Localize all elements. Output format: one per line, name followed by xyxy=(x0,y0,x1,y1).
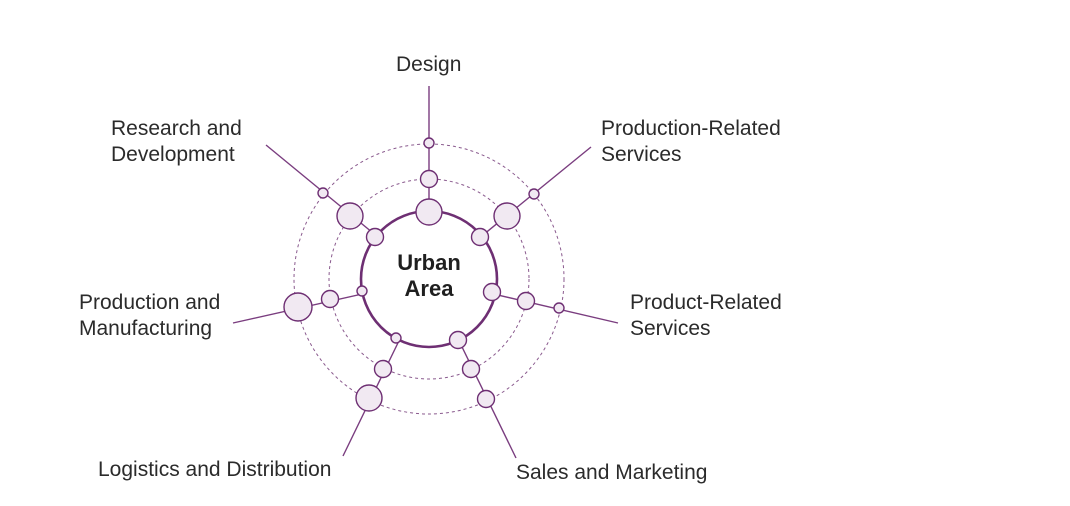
node-logistics-and-distribution-2 xyxy=(373,359,393,379)
node-production-and-manufacturing-3 xyxy=(283,292,313,322)
label-logistics-and-distribution: Logistics and Distribution xyxy=(98,457,331,483)
label-research-and-development-line1: Research and xyxy=(111,117,242,140)
label-sales-and-marketing-line1: Sales and Marketing xyxy=(516,461,708,484)
label-production-related-services-line1: Production-Related xyxy=(601,117,781,140)
label-production-and-manufacturing: Production and Manufacturing xyxy=(79,290,220,342)
node-logistics-and-distribution-3 xyxy=(355,384,383,412)
node-research-and-development-2 xyxy=(336,202,364,230)
node-sales-and-marketing-3 xyxy=(476,389,496,409)
label-product-related-services: Product-Related Services xyxy=(630,290,782,342)
label-production-and-manufacturing-line2: Manufacturing xyxy=(79,317,213,340)
node-sales-and-marketing-2 xyxy=(461,359,481,379)
node-design-3 xyxy=(423,137,435,149)
label-research-and-development-line2: Development xyxy=(111,143,235,166)
node-production-related-services-1 xyxy=(470,227,490,247)
label-research-and-development: Research and Development xyxy=(111,116,242,168)
node-production-related-services-3 xyxy=(528,188,540,200)
label-product-related-services-line2: Services xyxy=(630,317,711,340)
node-research-and-development-3 xyxy=(317,187,329,199)
center-label-line2: Area xyxy=(404,276,454,301)
center-label: Urban Area xyxy=(379,250,479,302)
label-production-related-services: Production-Related Services xyxy=(601,116,781,168)
center-label-line1: Urban xyxy=(397,250,461,275)
label-sales-and-marketing: Sales and Marketing xyxy=(516,460,707,486)
node-product-related-services-1 xyxy=(482,282,502,302)
node-product-related-services-2 xyxy=(516,291,536,311)
node-design-1 xyxy=(415,198,443,226)
node-research-and-development-1 xyxy=(365,227,385,247)
label-production-related-services-line2: Services xyxy=(601,143,682,166)
label-product-related-services-line1: Product-Related xyxy=(630,291,782,314)
label-design: Design xyxy=(396,52,461,78)
node-product-related-services-3 xyxy=(553,302,565,314)
node-production-and-manufacturing-2 xyxy=(320,289,340,309)
node-sales-and-marketing-1 xyxy=(448,330,468,350)
label-production-and-manufacturing-line1: Production and xyxy=(79,291,221,314)
node-production-and-manufacturing-1 xyxy=(356,285,368,297)
label-logistics-and-distribution-line1: Logistics and Distribution xyxy=(98,458,332,481)
label-design-line1: Design xyxy=(396,53,462,76)
node-logistics-and-distribution-1 xyxy=(390,332,402,344)
dashed-ring-2 xyxy=(293,143,565,415)
node-design-2 xyxy=(419,169,439,189)
node-production-related-services-2 xyxy=(493,202,521,230)
